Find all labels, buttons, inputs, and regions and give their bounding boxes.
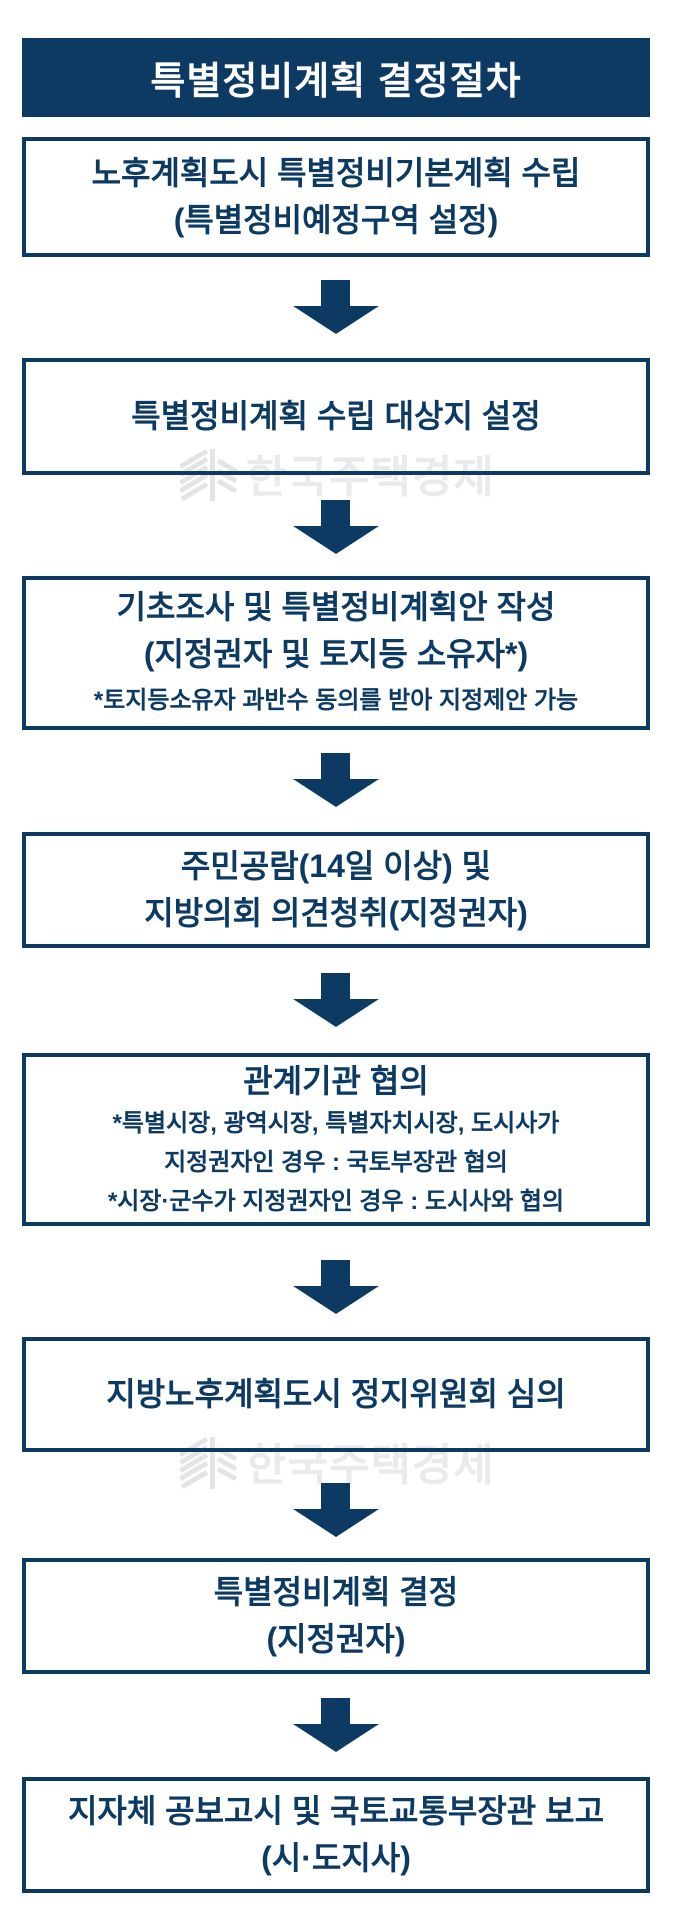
page-title: 특별정비계획 결정절차 — [150, 61, 522, 103]
step-3-note: *토지등소유자 과반수 동의를 받아 지정제안 가능 — [93, 686, 579, 714]
arrow-down-icon — [293, 280, 379, 334]
step-box-5: 관계기관 협의 *특별시장, 광역시장, 특별자치시장, 도시사가 지정권자인 … — [22, 1053, 650, 1226]
step-2-line-1: 특별정비계획 수립 대상지 설정 — [131, 398, 541, 434]
step-box-6: 지방노후계획도시 정지위원회 심의 — [22, 1337, 650, 1452]
step-7-line-2: (지정권자) — [266, 1621, 406, 1657]
step-6-line-1: 지방노후계획도시 정지위원회 심의 — [106, 1376, 566, 1412]
arrow-down-icon — [293, 1698, 379, 1752]
step-1-line-1: 노후계획도시 특별정비기본계획 수립 — [91, 155, 581, 191]
step-box-7: 특별정비계획 결정 (지정권자) — [22, 1558, 650, 1674]
arrow-down-icon — [293, 753, 379, 807]
step-3-line-2: (지정권자 및 토지등 소유자*) — [143, 635, 529, 672]
step-4-line-1: 주민공람(14일 이상) 및 — [180, 848, 492, 884]
step-5-note-3: *시장·군수가 지정권자인 경우 : 도시사와 협의 — [107, 1188, 565, 1215]
step-1-line-2: (특별정비예정구역 설정) — [173, 202, 499, 238]
step-box-2: 특별정비계획 수립 대상지 설정 — [22, 358, 650, 475]
arrow-down-icon — [293, 500, 379, 554]
step-3-line-1: 기초조사 및 특별정비계획안 작성 — [116, 588, 556, 625]
step-8-line-2: (시·도지사) — [261, 1840, 411, 1876]
arrow-down-icon — [293, 973, 379, 1027]
arrow-down-icon — [293, 1260, 379, 1314]
step-5-note-1: *특별시장, 광역시장, 특별자치시장, 도시사가 — [112, 1110, 560, 1137]
step-box-8: 지자체 공보고시 및 국토교통부장관 보고 (시·도지사) — [22, 1777, 650, 1893]
step-box-1: 노후계획도시 특별정비기본계획 수립 (특별정비예정구역 설정) — [22, 137, 650, 257]
step-5-title: 관계기관 협의 — [243, 1063, 429, 1099]
step-4-line-2: 지방의회 의견청취(지정권자) — [144, 895, 528, 931]
page-title-banner: 특별정비계획 결정절차 — [22, 38, 650, 117]
step-box-3: 기초조사 및 특별정비계획안 작성 (지정권자 및 토지등 소유자*) *토지등… — [22, 576, 650, 730]
step-8-line-1: 지자체 공보고시 및 국토교통부장관 보고 — [67, 1793, 605, 1829]
step-7-line-1: 특별정비계획 결정 — [213, 1574, 459, 1610]
step-5-note-2: 지정권자인 경우 : 국토부장관 협의 — [164, 1149, 508, 1176]
step-box-4: 주민공람(14일 이상) 및 지방의회 의견청취(지정권자) — [22, 832, 650, 948]
arrow-down-icon — [293, 1483, 379, 1537]
